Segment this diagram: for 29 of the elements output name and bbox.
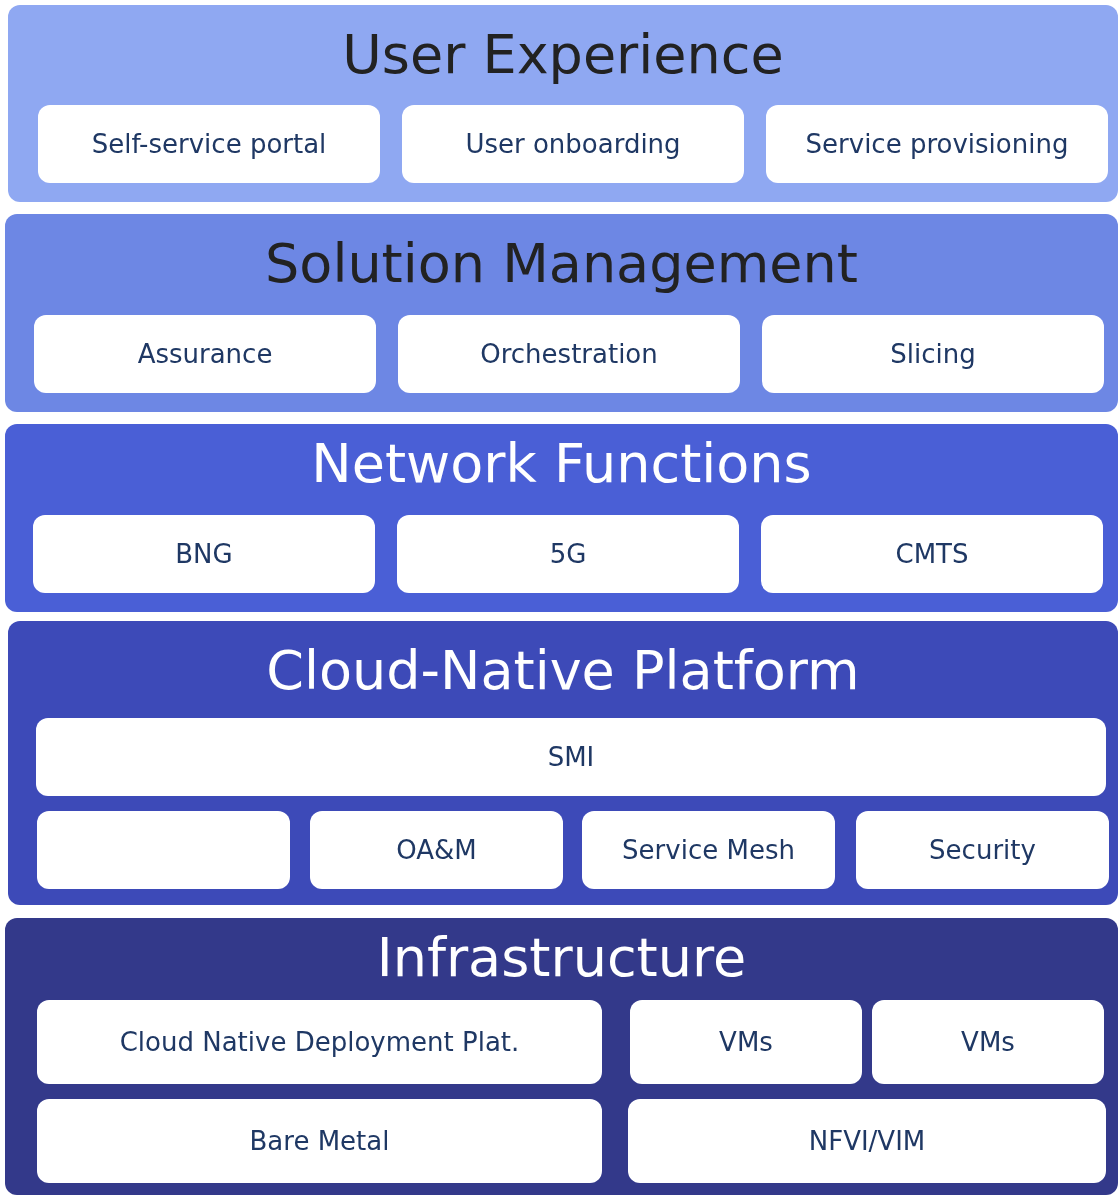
component-box: Slicing (762, 315, 1104, 393)
layer-band (5, 214, 1118, 412)
layer-title: Network Functions (310, 432, 813, 496)
component-box: SMI (36, 718, 1106, 796)
layer-title: User Experience (341, 23, 785, 87)
layer-band (5, 918, 1118, 1195)
component-box: BNG (33, 515, 375, 593)
component-box: Self-service portal (38, 105, 380, 183)
layer-band (5, 424, 1118, 612)
layer-title: Solution Management (264, 232, 859, 296)
component-box: NFVI/VIM (628, 1099, 1106, 1183)
component-box: Security (856, 811, 1109, 889)
component-box: Assurance (34, 315, 376, 393)
component-box: Service Mesh (582, 811, 835, 889)
component-box: Cloud Native Deployment Plat. (37, 1000, 602, 1084)
component-box: VMs (630, 1000, 862, 1084)
layer-band (8, 621, 1118, 905)
component-box: VMs (872, 1000, 1104, 1084)
component-box: Service provisioning (766, 105, 1108, 183)
component-box: Bare Metal (37, 1099, 602, 1183)
component-box: CMTS (761, 515, 1103, 593)
component-box: User onboarding (402, 105, 744, 183)
component-box: Orchestration (398, 315, 740, 393)
layer-title: Infrastructure (375, 926, 748, 990)
component-box: OA&M (310, 811, 563, 889)
layer-title: Cloud-Native Platform (265, 639, 861, 703)
layer-band (8, 5, 1118, 202)
component-box (37, 811, 290, 889)
component-box: 5G (397, 515, 739, 593)
